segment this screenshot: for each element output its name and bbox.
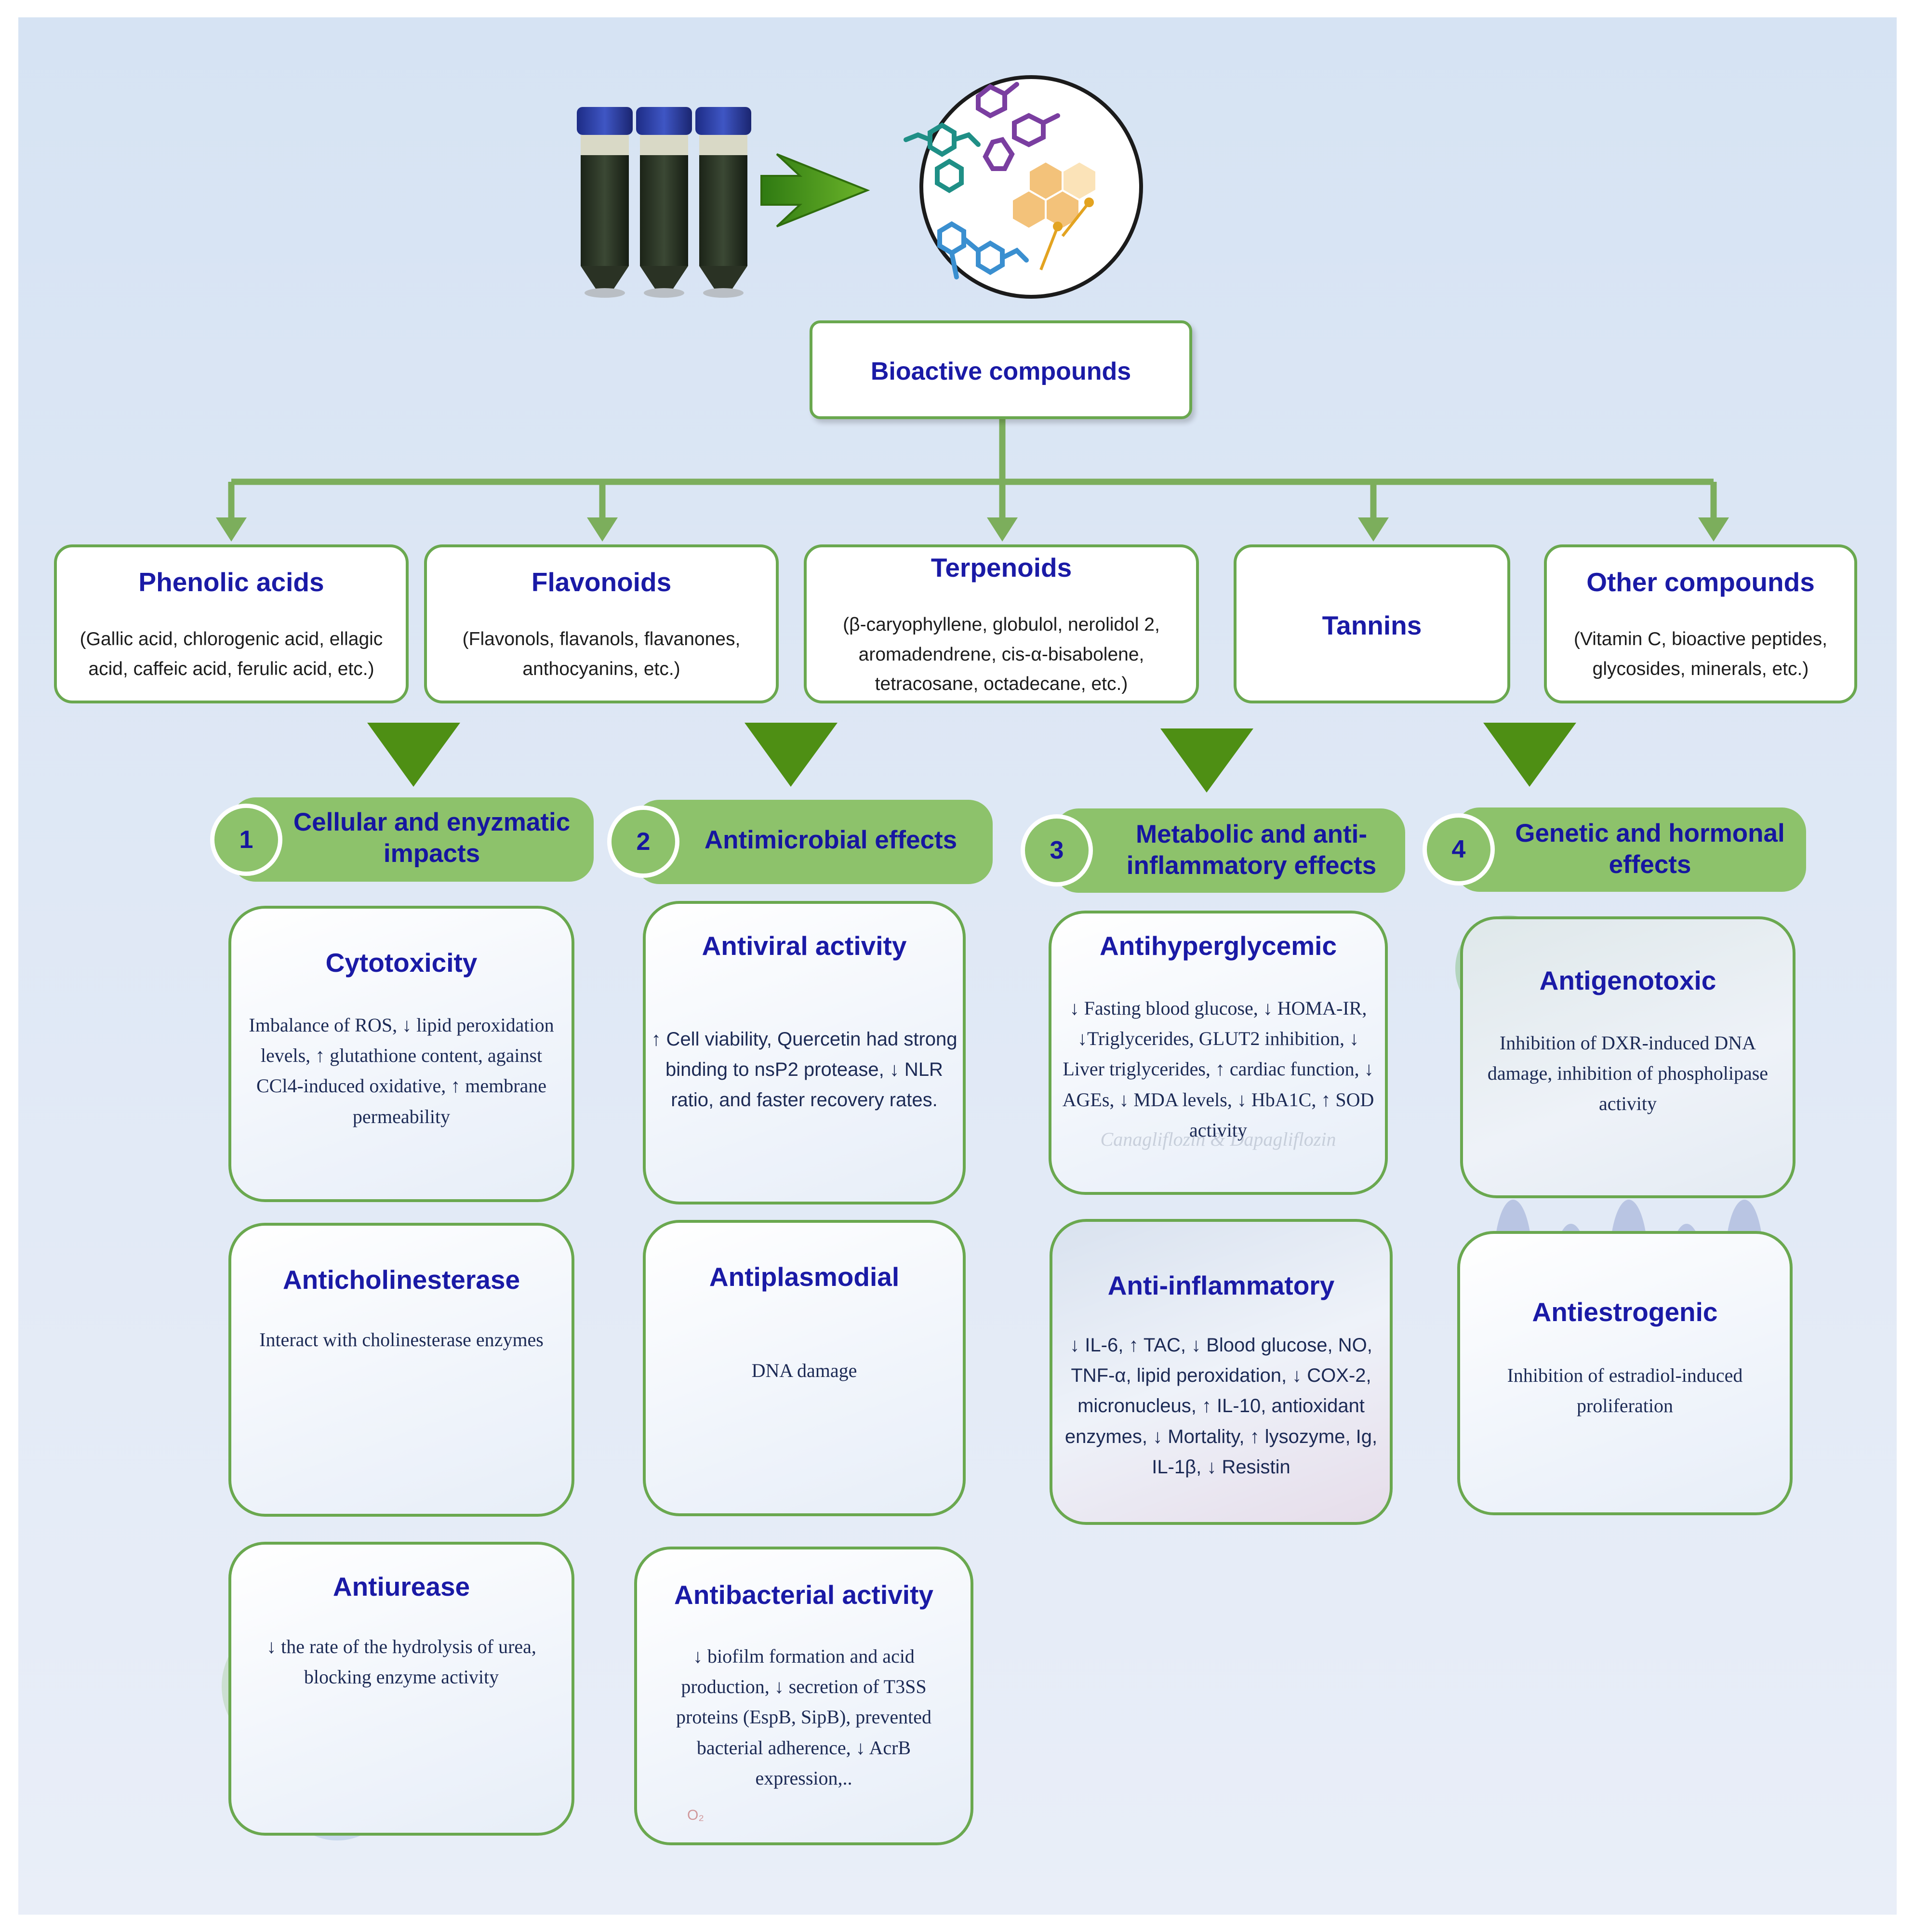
category-title: Flavonoids	[531, 567, 672, 597]
category-tannins: Tannins	[1234, 544, 1510, 703]
group-number-4: 4	[1423, 813, 1495, 886]
group-band-1: Cellular and enyzmatic impacts	[231, 797, 594, 882]
effect-title: Anti-inflammatory	[1107, 1270, 1335, 1300]
connector-arrowheads	[216, 517, 1729, 542]
effect-title: Antibacterial activity	[674, 1580, 933, 1610]
bacteria-badge-text: O₂	[687, 1807, 704, 1823]
effect-card-antigenotoxic: Antigenotoxic Inhibition of DXR-induced …	[1460, 916, 1795, 1198]
effect-card-antihyperglycemic: Antihyperglycemic Canagliflozin & Dapagl…	[1049, 911, 1388, 1195]
effect-title: Antiurease	[332, 1572, 470, 1601]
effect-title: Antihyperglycemic	[1099, 931, 1337, 961]
watermark-text: Canagliflozin & Dapagliflozin	[1100, 1128, 1336, 1150]
effect-description: ↓ IL-6, ↑ TAC, ↓ Blood glucose, NO, TNF-…	[1064, 1335, 1378, 1478]
group-band-4: Genetic and hormonal effects	[1455, 807, 1806, 892]
sample-tubes-icon	[577, 107, 751, 298]
root-node-bioactive-compounds: Bioactive compounds	[810, 320, 1192, 419]
effect-description: Inhibition of DXR-induced DNA damage, in…	[1487, 1032, 1769, 1115]
effect-title: Anticholinesterase	[282, 1265, 520, 1295]
effect-card-antiurease: Antiurease ↓ the rate of the hydrolysis …	[228, 1542, 574, 1836]
category-phenolic-acids: Phenolic acids (Gallic acid, chlorogenic…	[54, 544, 409, 703]
category-terpenoids: Terpenoids (β-caryophyllene, globulol, n…	[804, 544, 1199, 703]
group-label: Genetic and hormonal effects	[1515, 819, 1785, 879]
category-title: Phenolic acids	[138, 567, 324, 597]
effect-description: Interact with cholinesterase enzymes	[259, 1329, 544, 1350]
group-number-1: 1	[210, 804, 282, 876]
category-title: Tannins	[1322, 610, 1422, 640]
category-flavonoids: Flavonoids (Flavonols, flavanols, flavan…	[424, 544, 779, 703]
group-label: Antimicrobial effects	[704, 826, 958, 854]
effect-card-antiestrogenic: Antiestrogenic Inhibition of estradiol-i…	[1457, 1231, 1793, 1515]
effect-description: Inhibition of estradiol-induced prolifer…	[1507, 1364, 1743, 1417]
effect-card-antiviral: Antiviral activity ↑ Cell viability, Que…	[643, 901, 966, 1204]
effect-card-antiplasmodial: Antiplasmodial DNA damage	[643, 1220, 966, 1516]
category-title: Other compounds	[1586, 567, 1815, 597]
down-triangles	[367, 723, 1576, 793]
category-examples: (β-caryophyllene, globulol, nerolidol 2,…	[843, 614, 1160, 695]
category-examples: (Flavonols, flavanols, flavanones, antho…	[462, 629, 741, 679]
effect-card-anticholinesterase: Anticholinesterase Interact with choline…	[228, 1223, 574, 1517]
effect-card-antibacterial: Antibacterial activity ↓ biofilm formati…	[634, 1547, 973, 1845]
molecules-circle-icon	[904, 75, 1143, 299]
effect-description: ↓ the rate of the hydrolysis of urea, bl…	[266, 1636, 536, 1688]
effect-description: ↓ Fasting blood glucose, ↓ HOMA-IR, ↓Tri…	[1062, 997, 1374, 1141]
group-number-2: 2	[607, 806, 679, 878]
effect-title: Antiestrogenic	[1532, 1297, 1718, 1327]
effect-title: Antiplasmodial	[709, 1262, 900, 1292]
root-label: Bioactive compounds	[870, 357, 1131, 385]
group-label: Metabolic and anti-inflammatory effects	[1126, 820, 1377, 880]
category-examples: (Vitamin C, bioactive peptides, glycosid…	[1573, 629, 1828, 679]
effect-description: ↓ biofilm formation and acid production,…	[676, 1645, 931, 1789]
right-arrow-icon	[760, 153, 870, 227]
category-examples: (Gallic acid, chlorogenic acid, ellagic …	[80, 629, 383, 679]
connector-lines	[228, 419, 1717, 525]
effect-title: Antigenotoxic	[1539, 966, 1716, 995]
group-label: Cellular and enyzmatic impacts	[293, 808, 571, 868]
group-band-3: Metabolic and anti-inflammatory effects	[1054, 808, 1405, 893]
effect-card-anti-inflammatory: Anti-inflammatory ↓ IL-6, ↑ TAC, ↓ Blood…	[1050, 1219, 1393, 1525]
group-band-2: Antimicrobial effects	[635, 800, 993, 884]
effect-card-cytotoxicity: Cytotoxicity Imbalance of ROS, ↓ lipid p…	[228, 906, 574, 1202]
category-other-compounds: Other compounds (Vitamin C, bioactive pe…	[1544, 544, 1857, 703]
effect-description: ↑ Cell viability, Quercetin had strong b…	[651, 1029, 958, 1111]
group-number-3: 3	[1021, 814, 1093, 887]
effect-title: Cytotoxicity	[325, 948, 478, 978]
effect-description: Imbalance of ROS, ↓ lipid peroxidation l…	[249, 1014, 554, 1127]
category-title: Terpenoids	[931, 553, 1072, 582]
effect-description: DNA damage	[751, 1360, 857, 1381]
effect-title: Antiviral activity	[702, 931, 907, 961]
